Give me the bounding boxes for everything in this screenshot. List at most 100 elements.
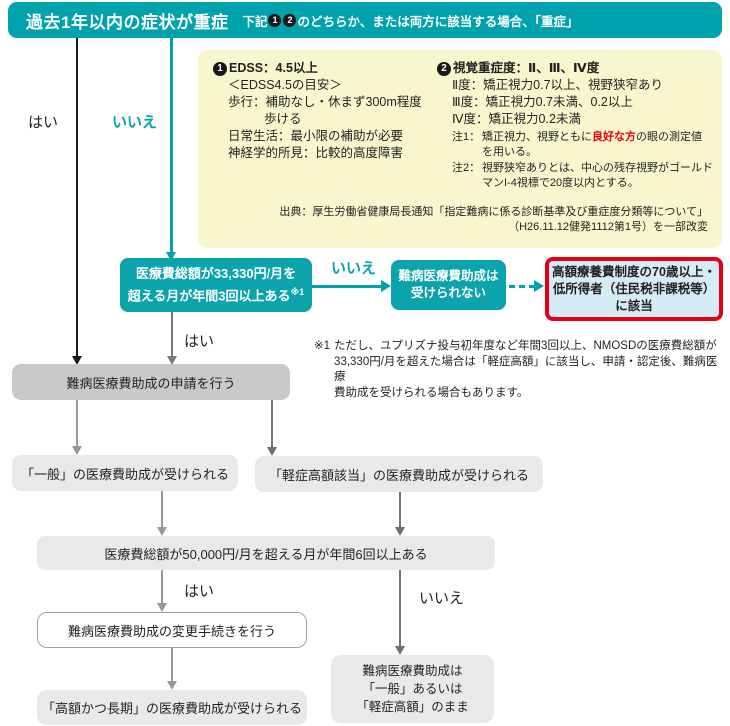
note-2-line2: マンI-4視標で20度以内とする。	[482, 176, 639, 189]
header-subtitle: 下記 1 2 のどちらか、または両方に該当する場合、「重症」	[242, 11, 579, 30]
edss-title: EDSS：4.5以上	[229, 61, 318, 75]
circled-2-icon: 2	[283, 13, 297, 27]
connector-apply-left	[76, 400, 78, 447]
edss-criteria: 1 EDSS：4.5以上 ＜EDSS4.5の目安＞ 歩行：補助なし・休まず300…	[212, 60, 422, 162]
not-covered-line1: 難病医療費助成は	[398, 269, 499, 283]
decision-box-33330: 医療費総額が33,330円/月を 超える月が年間3回以上ある※1	[120, 258, 312, 312]
footnote-ref: ※1	[290, 286, 305, 297]
vision-grade: Ⅳ度：矯正視力0.2未満	[452, 112, 581, 126]
source-line1: 出典：厚生労働省健康局長通知「指定難病に係る診断基準及び重症度分類等について」	[279, 206, 708, 218]
criteria-panel: 1 EDSS：4.5以上 ＜EDSS4.5の目安＞ 歩行：補助なし・休まず300…	[198, 50, 722, 248]
kogaku-ryoyo-line3: に該当	[615, 298, 653, 313]
arrowhead-keisho-down	[395, 527, 405, 536]
arrowhead-no-2	[395, 646, 405, 655]
connector-keisho-down	[399, 492, 401, 527]
header-bar: 過去1年以内の症状が重症 下記 1 2 のどちらか、または両方に該当する場合、「…	[8, 2, 722, 38]
remains-line1: 難病医療費助成は	[362, 664, 463, 678]
process-box-apply: 難病医療費助成の申請を行う	[12, 364, 290, 400]
note-1-line2: を用いる。	[482, 145, 537, 158]
edss-line: 日常生活：最小限の補助が必要	[228, 129, 404, 143]
remains-line2: 「一般」あるいは	[362, 682, 463, 696]
footnote-line1: ただし、ユプリズナ投与初年度など年間3回以上、NMOSDの医療費総額が	[334, 340, 717, 352]
page-title: 過去1年以内の症状が重症	[26, 12, 229, 32]
footnote-line2: 33,330円/月を超えた場合は「軽症高額」に該当し、申請・認定後、難病医療	[334, 355, 718, 384]
vision-note-1: 注1： 矯正視力、視野ともに良好な方の眼の測定値 を用いる。	[452, 130, 713, 159]
result-box-kogaku-choki: 「高額かつ長期」の医療費助成が受けられる	[37, 690, 307, 725]
no-label-top: いいえ	[112, 114, 158, 131]
result-box-general: 「一般」の医療費助成が受けられる	[12, 455, 238, 491]
edss-line: ＜EDSS4.5の目安＞	[228, 78, 342, 92]
decision-50000-label: 医療費総額が50,000円/月を超える月が年間6回以上ある	[104, 546, 428, 562]
no-label-1: いいえ	[331, 260, 377, 277]
not-covered-line2: 受けられない	[410, 286, 486, 300]
note-2-line1: 視野狭窄ありとは、中心の残存視野がゴールド	[482, 162, 713, 174]
arrowhead-yes-left	[72, 356, 82, 365]
arrowhead-general-down	[157, 527, 167, 536]
dashed-connector	[509, 285, 535, 288]
keisho-kogaku-label: 「軽症高額該当」の医療費助成が受けられる	[268, 467, 529, 483]
footnote-1: ※1 ただし、ユプリズナ投与初年度など年間3回以上、NMOSDの医療費総額が 3…	[314, 339, 728, 401]
yes-label-1: はい	[184, 333, 215, 350]
remains-line3: 「軽症高額」のまま	[356, 700, 469, 714]
kogaku-ryoyo-line2: 低所得者（住民税非課税等）	[552, 281, 716, 296]
decision-33330-line2: 超える月が年間3回以上ある※1	[128, 283, 305, 305]
arrowhead-yes-1	[167, 356, 177, 365]
process-box-change: 難病医療費助成の変更手続きを行う	[37, 612, 307, 648]
vision-grade: Ⅲ度：矯正視力0.7未満、0.2以上	[452, 95, 633, 109]
connector-change-down	[171, 648, 173, 681]
vision-criteria: 2 視覚重症度：Ⅱ、Ⅲ、Ⅳ度 Ⅱ度：矯正視力0.7以上、視野狭窄あり Ⅲ度：矯正…	[436, 60, 713, 190]
connector-no-2	[399, 570, 401, 646]
edss-title-row: 1 EDSS：4.5以上	[212, 60, 422, 77]
connector-no-top	[170, 38, 173, 253]
circled-1-icon: 1	[268, 13, 282, 27]
circled-2-icon: 2	[437, 61, 451, 76]
footnote-line3: 費助成を受けられる場合もあります。	[334, 386, 529, 399]
general-label: 「一般」の医療費助成が受けられる	[20, 466, 229, 482]
footnote-marker: ※1	[314, 340, 331, 352]
note-2-text: 視野狭窄ありとは、中心の残存視野がゴールド マンI-4視標で20度以内とする。	[482, 161, 713, 190]
decision-33330-line1: 医療費総額が33,330円/月を	[135, 265, 297, 281]
kogaku-ryoyo-line1: 高額療養費制度の70歳以上・	[552, 264, 716, 279]
note-1-emphasis: 良好な方	[592, 131, 636, 143]
footnote-text: ただし、ユプリズナ投与初年度など年間3回以上、NMOSDの医療費総額が 33,3…	[334, 339, 728, 401]
source-line2: （H26.11.12健発1112第1号）を一部改変	[508, 221, 708, 233]
result-box-not-covered: 難病医療費助成は 受けられない	[391, 260, 506, 310]
apply-label: 難病医療費助成の申請を行う	[66, 375, 236, 391]
arrowhead-no-1	[381, 280, 391, 292]
decision-33330-line2-text: 超える月が年間3回以上ある	[127, 288, 291, 304]
header-subtitle-prefix: 下記	[242, 14, 268, 29]
arrowhead-no-top	[166, 252, 176, 261]
change-label: 難病医療費助成の変更手続きを行う	[67, 623, 276, 639]
result-box-keisho-kogaku: 「軽症高額該当」の医療費助成が受けられる	[255, 456, 543, 492]
connector-yes-left	[76, 38, 78, 356]
arrowhead-dashed	[534, 280, 544, 292]
kogaku-choki-label: 「高額かつ長期」の医療費助成が受けられる	[41, 701, 302, 716]
edss-line: 神経学的所見：比較的高度障害	[228, 146, 404, 160]
note-1-post: の眼の測定値	[636, 131, 702, 143]
decision-box-50000: 医療費総額が50,000円/月を超える月が年間6回以上ある	[37, 536, 495, 570]
info-box-kogaku-ryoyo: 高額療養費制度の70歳以上・ 低所得者（住民税非課税等） に該当	[545, 257, 723, 321]
arrowhead-apply-left	[72, 446, 82, 455]
circled-1-icon: 1	[213, 61, 227, 76]
note-1-pre: 矯正視力、視野ともに	[482, 131, 592, 143]
arrowhead-yes-2	[157, 603, 167, 612]
connector-apply-right	[271, 400, 273, 447]
vision-grade: Ⅱ度：矯正視力0.7以上、視野狭窄あり	[452, 78, 664, 92]
arrowhead-change-down	[167, 681, 177, 690]
vision-title-row: 2 視覚重症度：Ⅱ、Ⅲ、Ⅳ度	[436, 60, 713, 77]
connector-yes-2	[161, 570, 163, 603]
connector-no-1	[312, 285, 382, 288]
no-label-2: いいえ	[419, 590, 465, 607]
note-1-label: 注1：	[452, 131, 481, 143]
connector-general-down	[161, 491, 163, 527]
yes-label-top: はい	[28, 114, 59, 131]
vision-title: 視覚重症度：Ⅱ、Ⅲ、Ⅳ度	[453, 61, 600, 75]
edss-line: 歩ける	[264, 112, 302, 126]
result-box-remains: 難病医療費助成は 「一般」あるいは 「軽症高額」のまま	[331, 655, 494, 723]
note-2-label: 注2：	[452, 162, 481, 174]
header-subtitle-suffix: のどちらか、または両方に該当する場合、「重症」	[297, 14, 579, 29]
arrowhead-apply-right	[267, 447, 277, 456]
source-citation: 出典：厚生労働省健康局長通知「指定難病に係る診断基準及び重症度分類等について」 …	[279, 205, 708, 235]
note-1-text: 矯正視力、視野ともに良好な方の眼の測定値 を用いる。	[482, 130, 702, 159]
